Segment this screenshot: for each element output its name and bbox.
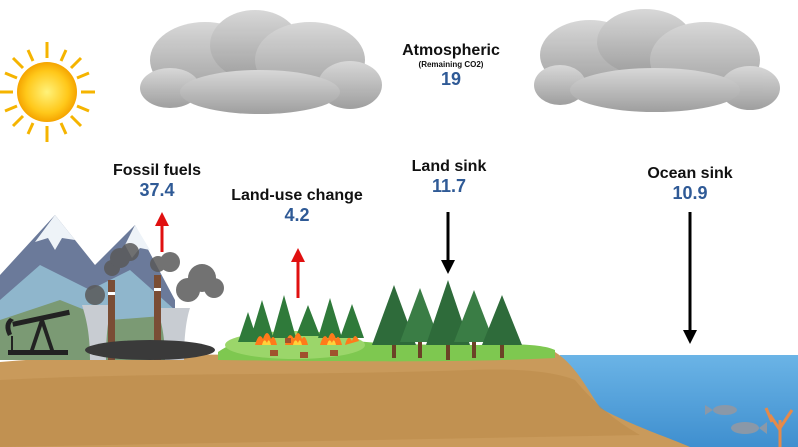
fossil-fuels-label: Fossil fuels 37.4: [113, 162, 201, 201]
ground-shadow: [0, 369, 640, 447]
cloud-icon: [534, 9, 780, 112]
atmosphere-title: Atmospheric: [402, 42, 500, 60]
ocean-sink-title: Ocean sink: [647, 165, 732, 183]
atmosphere-subtitle: (Remaining CO2): [402, 60, 500, 69]
ocean-sink-label: Ocean sink 10.9: [647, 165, 732, 204]
fossil-fuels-value: 37.4: [113, 180, 201, 201]
mountain-icon: [0, 215, 175, 360]
ocean-sink-value: 10.9: [647, 183, 732, 204]
sun-icon: [0, 42, 95, 142]
land-sink-value: 11.7: [412, 176, 487, 197]
land-use-change-arrow: [291, 248, 305, 298]
fossil-fuels-title: Fossil fuels: [113, 162, 201, 180]
fossil-fuels-arrow: [155, 212, 169, 252]
atmosphere-value: 19: [402, 69, 500, 90]
land-use-change-value: 4.2: [231, 205, 363, 226]
ocean-sink-arrow: [683, 212, 697, 344]
cloud-icon: [140, 10, 382, 114]
land-sink-title: Land sink: [412, 158, 487, 176]
atmosphere-label: Atmospheric (Remaining CO2) 19: [402, 42, 500, 90]
land-sink-arrow: [441, 212, 455, 274]
land-use-change-label: Land-use change 4.2: [231, 187, 363, 226]
land-use-change-title: Land-use change: [231, 187, 363, 205]
land-sink-label: Land sink 11.7: [412, 158, 487, 197]
